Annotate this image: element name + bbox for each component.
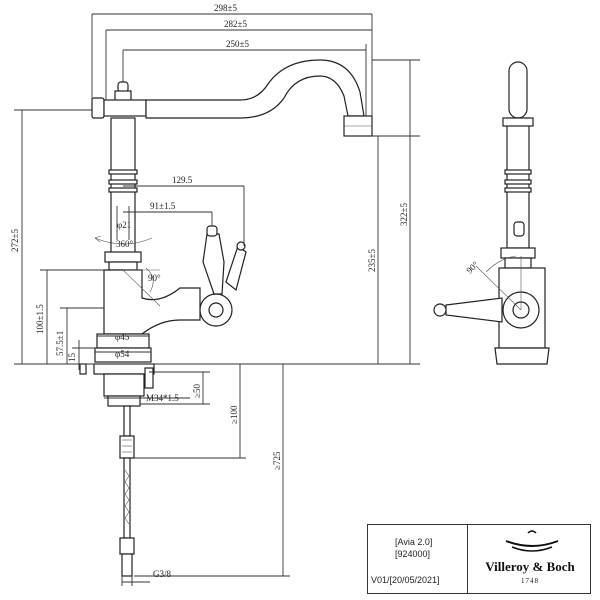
dim-overall-width: 298±5	[214, 3, 237, 13]
dim-height-3: 15	[67, 353, 77, 363]
dim-base-dia-2: φ54	[115, 349, 130, 359]
version-date: V01/[20/05/2021]	[371, 575, 440, 585]
dim-total-height: 322±5	[399, 203, 409, 226]
dim-height-total: 272±5	[10, 229, 20, 252]
dim-base-dia-1: φ45	[115, 332, 130, 342]
dim-height-2: 57.5±1	[55, 331, 65, 356]
dimension-lines	[14, 13, 420, 586]
dim-depth-1: ≥50	[192, 384, 202, 398]
dim-lever-reach-2: 91±1.5	[150, 201, 176, 211]
dim-spout-reach-2: 250±5	[226, 39, 249, 49]
product-name: [Avia 2.0]	[395, 537, 433, 547]
title-block: [Avia 2.0] [924000] V01/[20/05/2021] Vil…	[367, 524, 591, 594]
dim-depth-2: ≥100	[229, 405, 239, 424]
brand-name: Villeroy & Boch	[485, 559, 575, 574]
dim-spout-reach-1: 282±5	[224, 19, 247, 29]
brand-since: 1748	[521, 577, 539, 585]
dim-hose-length: ≥725	[272, 451, 282, 470]
side-lever-angle: 90°	[464, 259, 480, 275]
dim-spout-height: 235±5	[367, 249, 377, 272]
dimension-labels: 298±5 282±5 250±5 129.5 91±1.5 φ21 360° …	[10, 3, 409, 579]
brand-logo-icon	[505, 530, 559, 552]
dim-lever-angle: 90°	[148, 273, 161, 283]
dim-height-1: 100±1.5	[35, 304, 45, 334]
faucet-front-view	[79, 59, 373, 577]
dim-body-dia: φ21	[117, 220, 131, 230]
faucet-side-view: 90°	[433, 61, 550, 365]
product-number: [924000]	[395, 549, 431, 559]
dim-rotation: 360°	[116, 239, 134, 249]
dim-connection: G3/8	[153, 569, 172, 579]
title-block-info: [Avia 2.0] [924000] V01/[20/05/2021]	[368, 525, 468, 593]
dim-lever-reach-1: 129.5	[172, 175, 193, 185]
dim-thread: M34*1.5	[146, 393, 179, 403]
